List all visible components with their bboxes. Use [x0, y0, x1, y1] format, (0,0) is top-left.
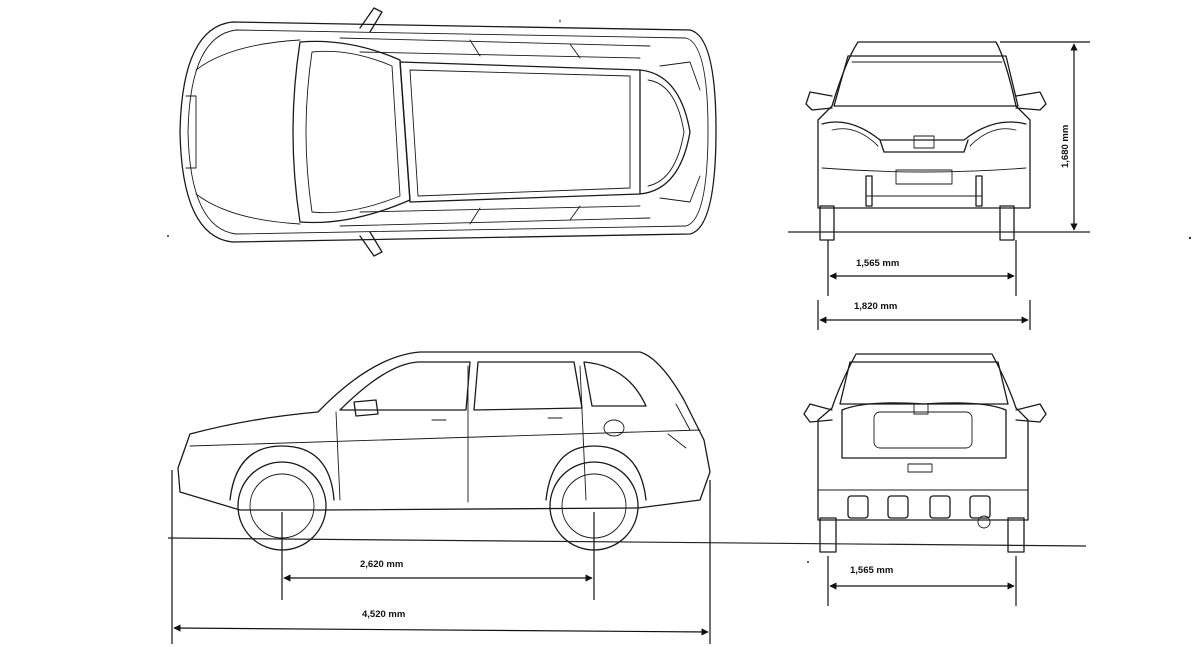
- side-ground-line: [167, 537, 1087, 547]
- wheelbase-label: 2,620 mm: [360, 559, 403, 570]
- top-view: [179, 7, 717, 257]
- overall-width-label: 1,820 mm: [854, 301, 897, 312]
- dim-rear-track: 1,565 mm: [827, 556, 1017, 606]
- rear-view: [803, 353, 1047, 553]
- dim-overall-width: 1,820 mm: [817, 300, 1031, 330]
- dim-overall-length: 4,520 mm: [171, 470, 711, 644]
- front-track-label: 1,565 mm: [856, 258, 899, 269]
- side-view: [177, 351, 711, 551]
- dim-front-track: 1,565 mm: [827, 240, 1017, 296]
- dim-overall-height: 1,680 mm: [1000, 41, 1090, 231]
- overall-height-label: 1,680 mm: [1060, 125, 1071, 168]
- overall-length-label: 4,520 mm: [362, 609, 405, 620]
- rear-track-label: 1,565 mm: [850, 565, 893, 576]
- front-view: [805, 41, 1047, 241]
- dim-wheelbase: 2,620 mm: [281, 512, 595, 600]
